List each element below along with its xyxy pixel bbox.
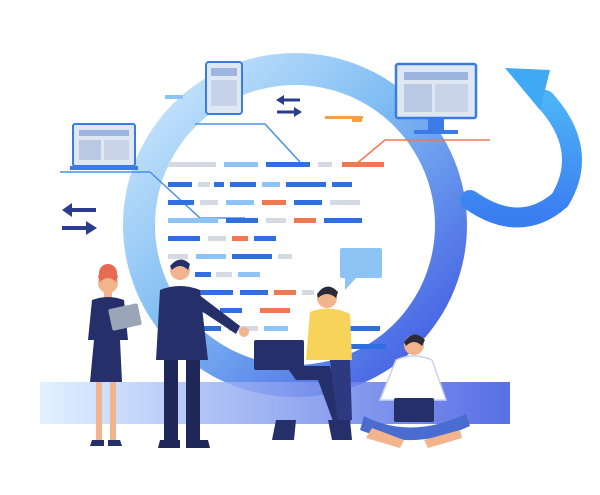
speech-bubble-icon [340,248,382,290]
curved-arrow-icon [460,68,582,228]
woman-with-tablet [88,264,142,446]
man-in-suit [156,259,249,448]
sitting-man-with-laptop [360,334,470,448]
monitor-icon [70,123,138,170]
swap-arrows-icon [276,95,302,117]
monitor-icon [394,62,478,134]
swap-arrows-icon [62,203,97,235]
tablet-icon [205,61,243,115]
man-with-laptop [254,286,352,440]
